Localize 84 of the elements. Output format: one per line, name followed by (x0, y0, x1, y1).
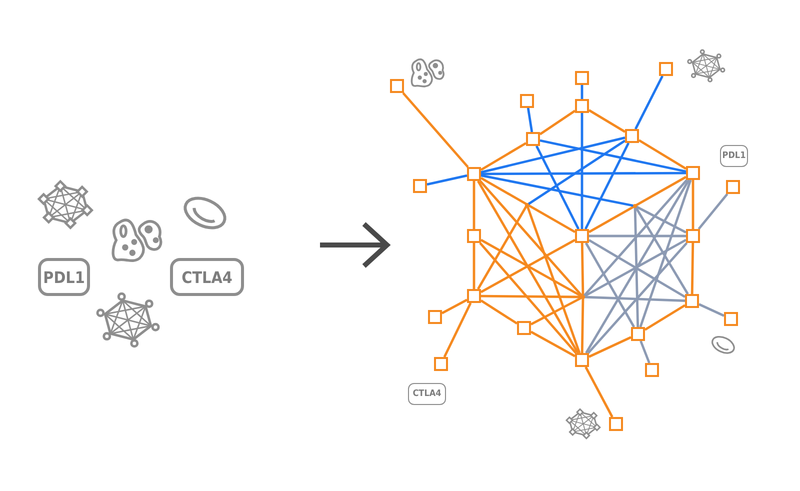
network-node (686, 166, 700, 180)
network-node (724, 312, 738, 326)
network-node (686, 229, 700, 243)
connector-line (480, 176, 576, 234)
network-node (575, 353, 589, 367)
connector-line (477, 204, 528, 290)
connector-line (443, 302, 472, 358)
connector-line (580, 85, 584, 99)
connector-line (479, 180, 584, 298)
connector-line (588, 176, 687, 234)
network-node (390, 79, 404, 93)
connector-line (426, 174, 468, 186)
connector-line (644, 304, 686, 331)
connector-line (580, 296, 584, 354)
connector-line (526, 140, 626, 206)
connector-line (582, 296, 686, 302)
network-node (467, 229, 481, 243)
connector-line (582, 179, 688, 298)
connector-line (481, 172, 686, 176)
network-node (625, 129, 639, 143)
label-badge: PDL1 (38, 258, 90, 296)
label-badge: PDL1 (720, 145, 748, 167)
network-node (575, 229, 589, 243)
connector-line (580, 113, 584, 229)
connector-line (480, 136, 626, 174)
connector-line (477, 180, 579, 354)
connector-line (480, 174, 636, 208)
junction-point (525, 203, 529, 207)
junction-point (581, 295, 585, 299)
connector-line (639, 180, 692, 328)
connector-line (634, 204, 687, 234)
connector-line (698, 193, 728, 230)
connector-line (588, 336, 632, 358)
connector-line (580, 242, 584, 298)
connector-line (479, 242, 577, 354)
network-node (520, 94, 534, 108)
connector-line (585, 179, 690, 354)
network-node (428, 310, 442, 324)
connector-line (638, 139, 687, 170)
connector-line (480, 299, 518, 325)
network-node (526, 132, 540, 146)
network-node (575, 71, 589, 85)
network-node (575, 99, 589, 113)
connector-line (584, 366, 614, 418)
connector-line (472, 181, 476, 229)
connector-line (535, 145, 580, 230)
network-node (413, 179, 427, 193)
connector-line (480, 142, 527, 171)
network-node (467, 167, 481, 181)
connector-line (634, 205, 689, 295)
junction-point (633, 204, 637, 208)
connector-line (584, 142, 630, 230)
connector-line (530, 296, 584, 326)
label-badge: CTLA4 (408, 383, 446, 405)
connector-line (692, 180, 694, 229)
connector-line (640, 340, 650, 364)
network-node (467, 289, 481, 303)
connector-line (634, 206, 640, 328)
connector-line (540, 139, 686, 173)
connector-line (588, 109, 626, 133)
connector-line (472, 243, 476, 289)
connector-line (539, 110, 576, 136)
connector-line (526, 108, 534, 132)
network-node (645, 363, 659, 377)
label-badge: CTLA4 (170, 258, 244, 296)
network-node (659, 62, 673, 76)
network-node (631, 327, 645, 341)
network-node (434, 357, 448, 371)
connector-line (589, 234, 686, 238)
connector-line (587, 242, 688, 354)
connector-line (480, 294, 584, 298)
connector-line (402, 92, 469, 168)
connector-line (530, 330, 576, 358)
connector-line (480, 238, 576, 294)
connector-line (698, 303, 724, 317)
network-node (726, 180, 740, 194)
network-node (685, 294, 699, 308)
connector-line (526, 204, 581, 354)
network-node (517, 321, 531, 335)
network-node (609, 417, 623, 431)
connector-line (441, 298, 468, 314)
connector-line (690, 242, 694, 294)
connector-line (634, 75, 664, 130)
connector-line (584, 242, 636, 328)
